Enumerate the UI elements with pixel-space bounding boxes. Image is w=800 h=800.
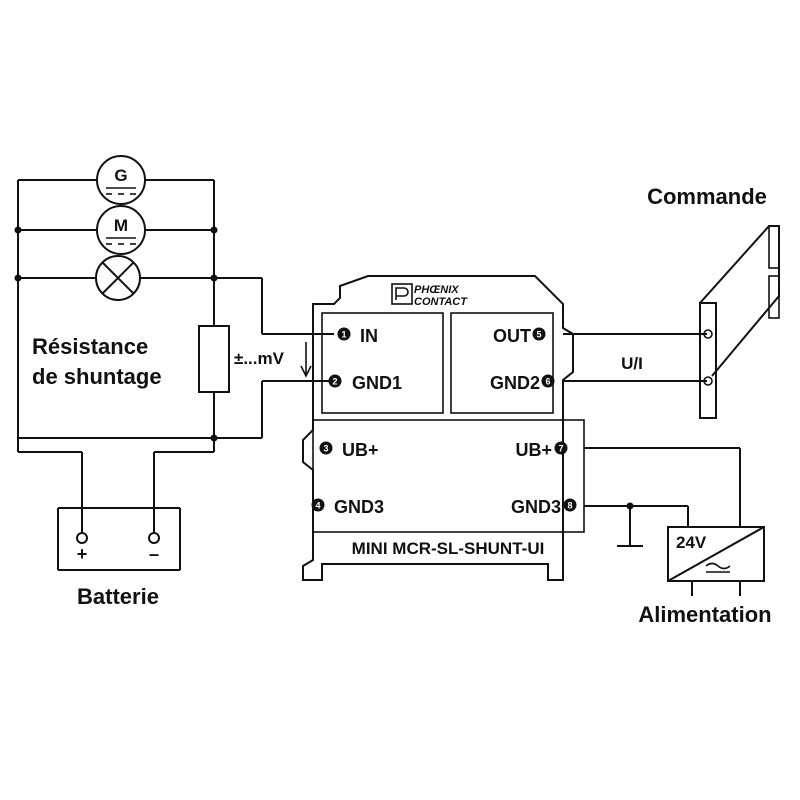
- output-wires: [563, 333, 707, 382]
- motor-label: M: [114, 216, 128, 235]
- terminal-7-label: UB+: [515, 440, 552, 460]
- voltage-arrow: [300, 342, 312, 378]
- shunt-resistor: [198, 325, 230, 393]
- module-housing: [302, 275, 585, 581]
- terminal-6-badge: [541, 374, 555, 388]
- module-name: MINI MCR-SL-SHUNT-UI: [352, 539, 545, 558]
- battery-minus-label: –: [149, 544, 159, 564]
- terminal-1-label: IN: [360, 326, 378, 346]
- control-card: [699, 225, 780, 419]
- brand-line1: PHŒNIX: [414, 284, 459, 296]
- power-supply-symbol: [667, 526, 765, 582]
- lamp-symbol: [95, 255, 141, 301]
- ui-signal-label: U/I: [621, 354, 643, 373]
- terminal-2-label: GND1: [352, 373, 402, 393]
- power-supply-label: Alimentation: [638, 602, 771, 627]
- generator-symbol: G: [96, 155, 146, 205]
- terminal-7-badge: [554, 441, 568, 455]
- resistance-label-line1: Résistance: [32, 334, 148, 359]
- terminal-2-badge: [328, 374, 342, 388]
- terminal-3-badge: [319, 441, 333, 455]
- junction-dots: [14, 226, 634, 510]
- supply-wires: [584, 447, 741, 596]
- terminal-8-badge: [563, 498, 577, 512]
- terminal-5-badge: [532, 327, 546, 341]
- terminal-7-number: 7: [558, 444, 563, 454]
- terminal-5-label: OUT: [493, 326, 531, 346]
- generator-label: G: [114, 166, 127, 185]
- terminal-2-number: 2: [332, 377, 337, 387]
- battery-plus-label: +: [77, 544, 88, 564]
- terminal-badges: 1 2 3 4 5 6 7 8: [311, 327, 577, 512]
- terminal-8-number: 8: [567, 501, 572, 511]
- terminal-5-number: 5: [536, 330, 541, 340]
- battery-label: Batterie: [77, 584, 159, 609]
- terminal-6-label: GND2: [490, 373, 540, 393]
- motor-symbol: M: [96, 205, 146, 255]
- supply-voltage-label: 24V: [676, 533, 707, 552]
- brand-line2: CONTACT: [414, 296, 468, 308]
- terminal-6-number: 6: [545, 377, 550, 387]
- battery-symbol: [57, 507, 181, 571]
- millivolt-label: ±...mV: [234, 349, 285, 368]
- terminal-4-badge: [311, 498, 325, 512]
- resistance-label-line2: de shuntage: [32, 364, 162, 389]
- terminal-4-label: GND3: [334, 497, 384, 517]
- terminal-1-number: 1: [341, 330, 346, 340]
- terminal-4-number: 4: [315, 501, 320, 511]
- terminal-8-label: GND3: [511, 497, 561, 517]
- control-label: Commande: [647, 184, 767, 209]
- terminal-3-number: 3: [323, 444, 328, 454]
- terminal-3-label: UB+: [342, 440, 379, 460]
- terminal-1-badge: [337, 327, 351, 341]
